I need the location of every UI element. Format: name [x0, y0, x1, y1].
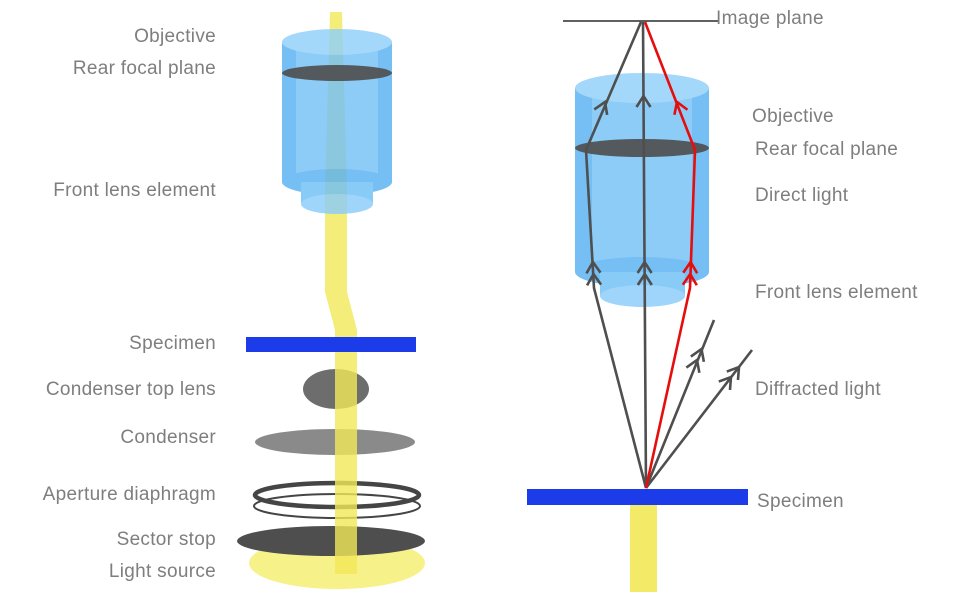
arrow-icon: [682, 259, 699, 274]
arrow-icon: [635, 93, 652, 108]
label-rear-focal-plane-left: Rear focal plane: [72, 58, 216, 79]
label-direct-light: Direct light: [755, 185, 849, 206]
objective-body-highlight: [296, 42, 378, 182]
red-arrowheads: [673, 99, 699, 286]
label-light-source: Light source: [108, 561, 216, 582]
diffracted-ray-2: [644, 349, 754, 489]
diffracted-ray-1: [644, 319, 716, 489]
label-objective-left: Objective: [134, 26, 216, 47]
gray-arrowheads: [585, 93, 741, 391]
sector-stop-shape: [237, 526, 425, 556]
rear-focal-plane-shape: [282, 65, 392, 81]
arrow-icon: [681, 271, 698, 286]
label-image-plane: Image plane: [716, 8, 824, 29]
arrow-icon: [636, 259, 653, 274]
label-rear-focal-plane-right: Rear focal plane: [755, 139, 899, 160]
label-sector-stop: Sector stop: [116, 529, 216, 550]
label-specimen-left: Specimen: [129, 333, 216, 354]
specimen-bar: [527, 489, 748, 505]
direct-light-ray: [643, 21, 697, 489]
specimen-bar: [246, 337, 416, 352]
label-condenser: Condenser: [120, 427, 216, 448]
front-lens-element-tip: [600, 285, 685, 307]
label-objective-right: Objective: [752, 106, 834, 127]
front-lens-element-tip: [301, 194, 373, 214]
left-diagram: [237, 12, 425, 589]
objective-top-rim: [282, 29, 392, 55]
ray-group: [584, 21, 754, 489]
label-front-lens-element-right: Front lens element: [755, 282, 918, 303]
arrow-icon: [673, 99, 689, 116]
label-front-lens-element-left: Front lens element: [53, 180, 216, 201]
objective-body-highlight: [592, 88, 692, 272]
label-condenser-top-lens: Condenser top lens: [45, 379, 216, 400]
objective-lens: [575, 73, 709, 307]
arrow-icon: [726, 365, 741, 381]
arrow-icon: [685, 357, 701, 374]
arrow-icon: [585, 271, 603, 286]
arrow-icon: [718, 375, 733, 391]
arrow-icon: [585, 259, 602, 274]
marginal-ray-left: [584, 21, 648, 489]
rear-focal-plane-shape: [575, 139, 709, 157]
label-specimen-right: Specimen: [757, 491, 844, 512]
axial-ray: [641, 21, 648, 489]
right-diagram: [527, 20, 754, 592]
label-aperture-diaphragm: Aperture diaphragm: [42, 484, 216, 505]
illumination-beam: [630, 504, 657, 592]
arrow-icon: [636, 271, 653, 286]
arrow-icon: [690, 346, 706, 363]
arrow-icon: [593, 99, 609, 116]
label-diffracted-light: Diffracted light: [755, 379, 881, 400]
objective-lens: [282, 29, 392, 214]
